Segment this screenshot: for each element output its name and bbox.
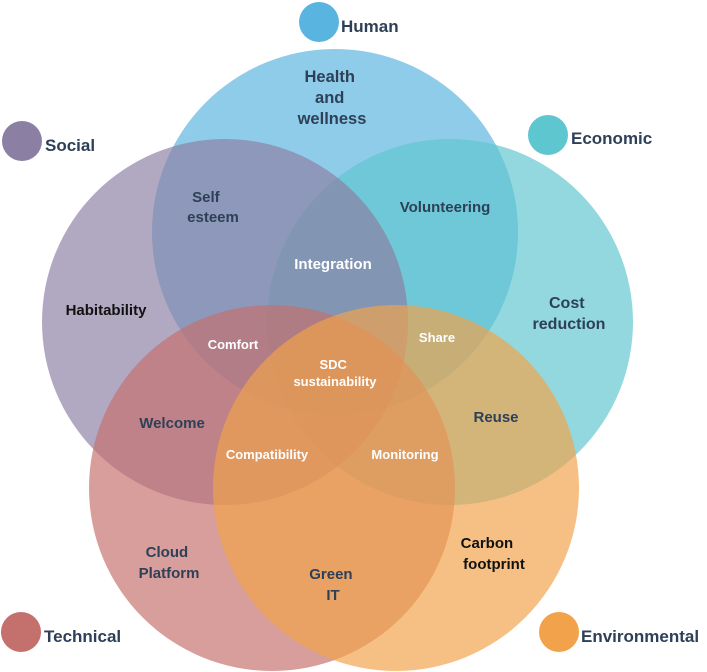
legend-label-environmental: Environmental [581, 627, 699, 646]
circle-environmental [213, 305, 579, 671]
legend-dot-social [2, 121, 42, 161]
label-welcome: Welcome [139, 415, 205, 432]
label-integration: Integration [294, 256, 372, 273]
label-cost-reduction: Cost reduction [533, 295, 606, 333]
label-habitability: Habitability [66, 302, 148, 319]
label-sdc-sustainability: SDC sustainability [293, 357, 377, 389]
label-carbon-footprint: Carbon footprint [461, 535, 525, 573]
legend-label-economic: Economic [571, 129, 652, 148]
label-share: Share [419, 330, 455, 345]
label-volunteering: Volunteering [400, 199, 491, 216]
legend-label-human: Human [341, 17, 399, 36]
legend-label-social: Social [45, 136, 95, 155]
label-monitoring: Monitoring [371, 447, 438, 462]
label-comfort: Comfort [208, 337, 259, 352]
label-green-it: Green IT [309, 566, 357, 604]
label-compatibility: Compatibility [226, 447, 309, 462]
label-health-and-wellness: Health and wellness [297, 68, 367, 128]
label-self-esteem: Self esteem [187, 189, 239, 226]
label-reuse: Reuse [473, 409, 518, 426]
legend-label-technical: Technical [44, 627, 121, 646]
legend-dot-technical [1, 612, 41, 652]
label-cloud-platform: Cloud Platform [139, 544, 200, 582]
legend-dot-human [299, 2, 339, 42]
legend-dot-economic [528, 115, 568, 155]
legend-dot-environmental [539, 612, 579, 652]
